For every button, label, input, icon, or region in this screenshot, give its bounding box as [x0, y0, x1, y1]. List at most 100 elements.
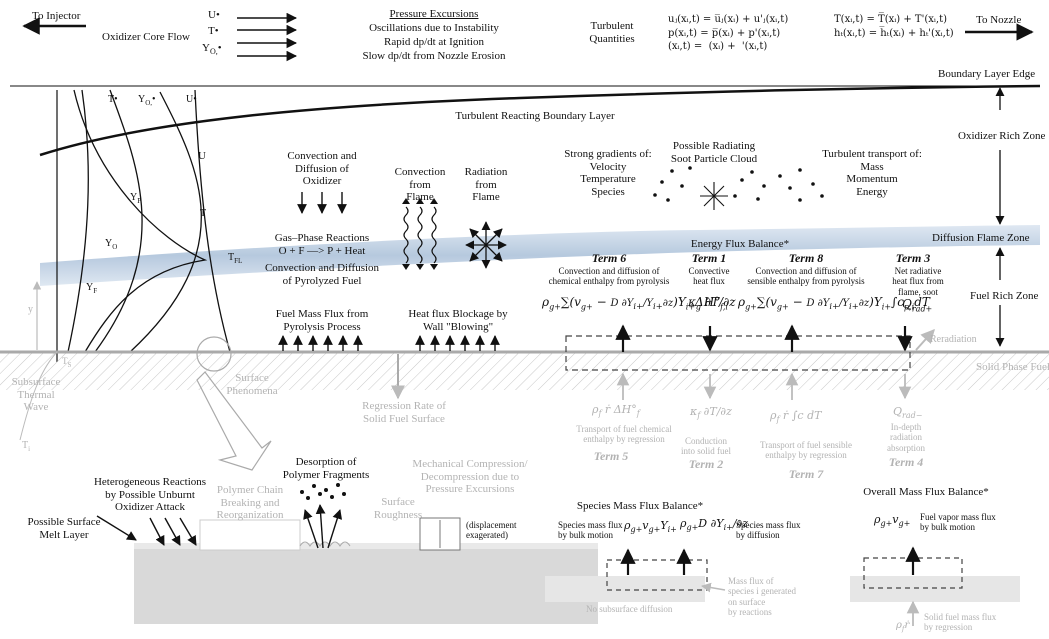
diffusion-flame-band — [40, 225, 1040, 286]
term1-desc: Convective heat flux — [688, 266, 730, 287]
overall-solid-equation: ρfṙ — [896, 620, 910, 633]
turbulent-quantities-label: Turbulent Quantities — [589, 20, 635, 45]
term4-equation: Qrad− — [893, 405, 923, 421]
species-balance-title: Species Mass Flux Balance* — [576, 500, 704, 512]
oxidizer-core-flow-label: Oxidizer Core Flow — [102, 31, 190, 43]
profile-ts: TS — [62, 356, 72, 369]
overall-vapor-equation: ρg+vg+ — [874, 513, 911, 529]
surface-phenomena-label: Surface Phenomena — [226, 372, 278, 397]
gas-phase-reactions-label: Gas–Phase Reactions O + F —> P + Heat — [274, 232, 370, 257]
polymer-fragments — [300, 483, 346, 500]
term3-desc: Net radiative heat flux from flame, soot — [892, 266, 944, 297]
soot-cloud-label: Possible Radiating Soot Particle Cloud — [670, 140, 758, 165]
term1-title: Term 1 — [691, 251, 727, 265]
profile-u: U — [198, 150, 206, 162]
energy-control-volume — [565, 335, 911, 371]
term5-equation: ρf ṙ ΔH°f — [592, 403, 640, 419]
term5-title: Term 5 — [593, 449, 629, 463]
to-nozzle-label: To Nozzle — [976, 14, 1022, 26]
species-bulk-equation: ρg+vg+Yi+ — [624, 519, 677, 535]
species-diff-equation: ρg+D ∂Yi+/∂z — [680, 517, 749, 533]
term2-title: Term 2 — [688, 457, 724, 471]
term4-desc: In-depth radiation absorption — [887, 422, 925, 453]
heat-flux-blockage-label: Heat flux Blockage by Wall "Blowing" — [408, 308, 508, 333]
profile-curves — [67, 89, 231, 353]
oxidizer-rich-zone-label: Oxidizer Rich Zone — [958, 130, 1046, 142]
subsurface-thermal-wave-label: Subsurface Thermal Wave — [11, 376, 61, 414]
turbulent-reacting-bl-label: Turbulent Reacting Boundary Layer — [455, 110, 615, 122]
solid-fuel-hatch — [0, 352, 1049, 390]
surface-phenomena-arrow — [196, 371, 272, 471]
yo-star-label: YO,• — [202, 42, 222, 57]
regression-rate-label: Regression Rate of Solid Fuel Surface — [362, 400, 446, 425]
term7-desc: Transport of fuel sensible enthalpy by r… — [760, 440, 852, 461]
overall-vapor-label: Fuel vapor mass flux by bulk motion — [920, 512, 996, 533]
species-diff-label: Species mass flux by diffusion — [736, 520, 801, 541]
term7-title: Term 7 — [788, 467, 824, 481]
radiation-from-flame-label: Radiation from Flame — [464, 166, 508, 204]
conv-diff-oxidizer-label: Convection and Diffusion of Oxidizer — [287, 150, 357, 188]
term1-equation: κg ∂T/∂z — [688, 295, 736, 312]
desorption-label: Desorption of Polymer Fragments — [282, 456, 370, 481]
term7-equation: ρf ṙ ∫c dT — [770, 409, 822, 425]
fuel-rich-zone-label: Fuel Rich Zone — [970, 290, 1039, 302]
term8-desc: Convection and diffusion of sensible ent… — [747, 266, 865, 287]
profile-yf: YF — [86, 282, 98, 295]
term4-title: Term 4 — [888, 455, 924, 469]
profile-u-star: U• — [186, 94, 197, 105]
surface-roughness-label: Surface Roughness — [373, 496, 423, 521]
pressure-line-2: Rapid dp/dt at Ignition — [384, 36, 484, 48]
term6-title: Term 6 — [591, 251, 627, 265]
melt-layer-label: Possible Surface Melt Layer — [27, 516, 101, 541]
radiation-starburst — [465, 221, 507, 269]
turbulent-equations-right: T(xᵢ,t) = T̅(xᵢ) + T'(xᵢ,t) hₜ(xᵢ,t) = h… — [834, 14, 954, 39]
profile-t-star: T• — [108, 94, 118, 105]
profile-t: T — [200, 208, 207, 219]
term2-equation: κf ∂T/∂z — [690, 405, 732, 421]
turbulent-transport-label: Turbulent transport of: Mass Momentum En… — [822, 148, 922, 198]
profile-ti: Ti — [22, 440, 31, 453]
profile-tfl: TFL — [228, 252, 243, 265]
heterogeneous-reactions-label: Heterogeneous Reactions by Possible Unbu… — [93, 476, 207, 514]
displacement-note: (displacement exagerated) — [466, 520, 517, 541]
profile-yo-star: YO,• — [138, 94, 156, 107]
species-bulk-label: Species mass flux by bulk motion — [558, 520, 623, 541]
term5-desc: Transport of fuel chemical enthalpy by r… — [576, 424, 672, 445]
substrate-block — [134, 548, 598, 624]
soot-particles — [653, 166, 824, 202]
term2-desc: Conduction into solid fuel — [681, 436, 731, 457]
t-star-label: T• — [208, 25, 219, 37]
convection-wavy-arrows — [403, 206, 437, 264]
profile-yp: YP — [130, 192, 142, 205]
pressure-excursions-title: Pressure Excursions — [389, 8, 479, 20]
pressure-line-3: Slow dp/dt from Nozzle Erosion — [362, 50, 506, 62]
core-flow-arrows — [237, 12, 298, 62]
conv-diff-pyrolyzed-label: Convection and Diffusion of Pyrolyzed Fu… — [264, 262, 380, 287]
strong-gradients-label: Strong gradients of: Velocity Temperatur… — [564, 148, 652, 198]
reradiation-label: Reradiation — [930, 334, 977, 345]
overall-solid-label: Solid fuel mass flux by regression — [924, 612, 997, 633]
pressure-line-1: Oscillations due to Instability — [369, 22, 499, 34]
diffusion-flame-zone-label: Diffusion Flame Zone — [932, 232, 1030, 244]
mechanical-compression-label: Mechanical Compression/ Decompression du… — [412, 458, 528, 496]
soot-star — [700, 182, 728, 210]
polymer-chain-label: Polymer Chain Breaking and Reorganizatio… — [216, 484, 284, 522]
species-control-volume — [606, 559, 708, 591]
fuel-mass-flux-label: Fuel Mass Flux from Pyrolysis Process — [275, 308, 369, 333]
convection-from-flame-label: Convection from Flame — [394, 166, 446, 204]
turbulent-equations-left: uⱼ(xᵢ,t) = u̅ⱼ(xᵢ) + u'ⱼ(xᵢ,t) p(xᵢ,t) =… — [668, 14, 789, 52]
term8-title: Term 8 — [788, 251, 824, 265]
term6-desc: Convection and diffusion of chemical ent… — [548, 266, 670, 287]
species-generated-label: Mass flux of species i generated on surf… — [728, 576, 796, 618]
energy-flux-balance-title: Energy Flux Balance* — [690, 238, 790, 250]
u-star-label: U• — [208, 9, 220, 21]
overall-balance-title: Overall Mass Flux Balance* — [863, 486, 989, 498]
term6-equation: ρg+∑(vg+ − D ∂Yi+/Yi+∂z)Yi+ΔH°f,i — [542, 295, 728, 312]
no-subsurface-diffusion-label: No subsurface diffusion — [586, 604, 673, 614]
boundary-layer-edge-curve — [39, 84, 1041, 157]
solid-phase-fuel-label: Solid Phase Fuel — [976, 361, 1049, 373]
term3-equation: Qrad+ — [902, 297, 933, 314]
y-axis-label: y — [28, 304, 33, 315]
boundary-layer-edge-label: Boundary Layer Edge — [938, 68, 1036, 80]
